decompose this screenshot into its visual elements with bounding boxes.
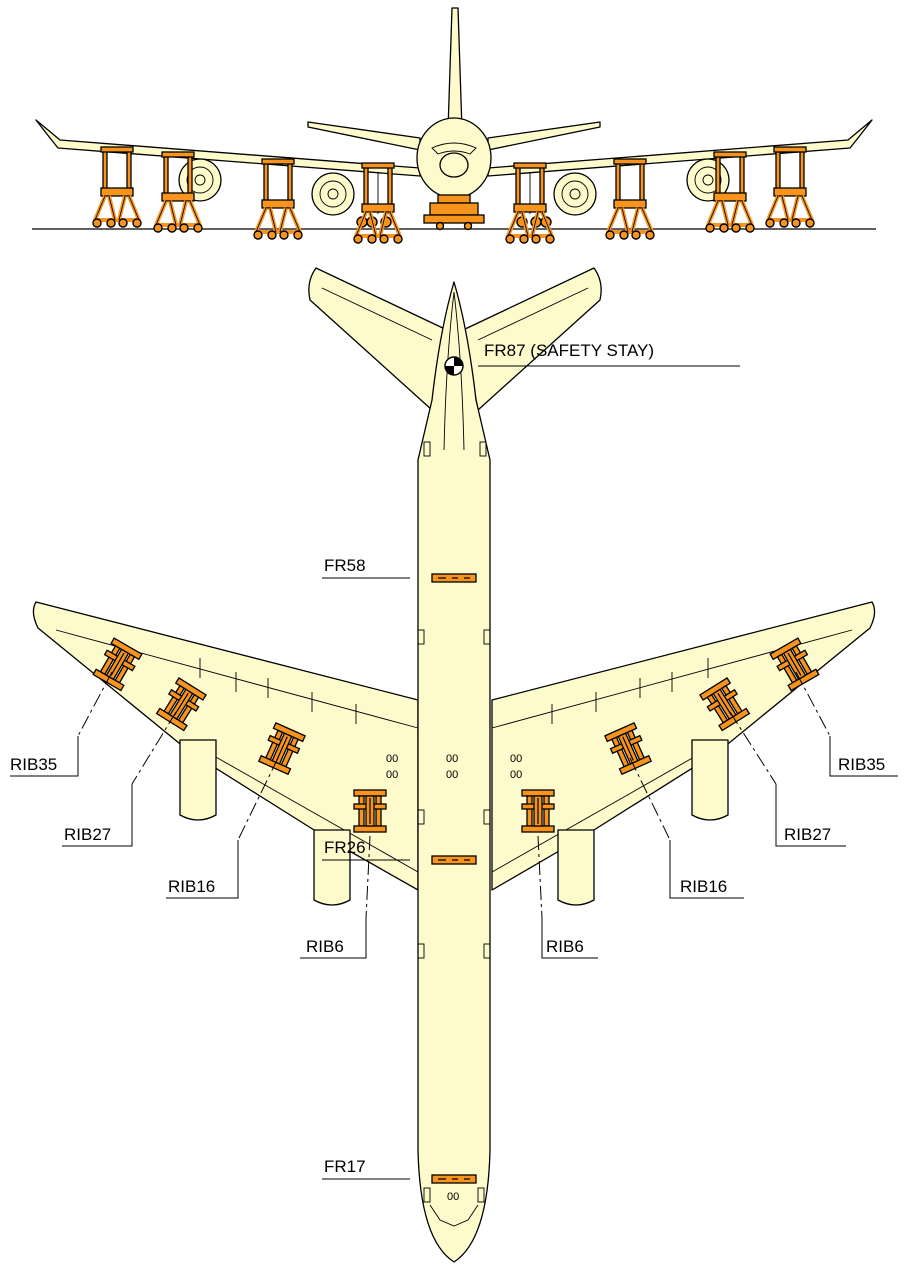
marking-left-2: 00	[386, 769, 398, 781]
fuselage	[417, 281, 491, 1263]
left-inner-engine	[313, 829, 351, 906]
jack-fr58	[431, 573, 477, 583]
marking-center-2: 00	[446, 769, 458, 781]
cockpit-outline	[429, 1204, 479, 1227]
label-left-rib6: RIB6	[306, 937, 344, 956]
label-right-rib27: RIB27	[784, 825, 831, 844]
marking-right-2: 00	[510, 769, 522, 781]
right-horizontal-stabilizer	[462, 267, 602, 411]
label-fr17: FR17	[324, 1157, 366, 1176]
jack-left-rib16-front	[252, 157, 304, 241]
jack-fr26	[431, 855, 477, 865]
label-fr87: FR87 (SAFETY STAY)	[484, 341, 654, 360]
right-stabilizer-front	[487, 121, 601, 151]
jack-left-rib6	[353, 789, 387, 833]
right-wing	[491, 601, 876, 891]
label-fr58: FR58	[324, 556, 366, 575]
label-right-rib35: RIB35	[838, 755, 885, 774]
cockpit-windows	[431, 142, 477, 155]
engine-right-inner	[553, 172, 597, 216]
left-wing-front	[35, 119, 421, 177]
jack-left-rib35-front	[91, 145, 143, 229]
label-right-rib16: RIB16	[680, 877, 727, 896]
vertical-fin	[447, 7, 463, 131]
left-horizontal-stabilizer	[308, 267, 448, 411]
front-view	[32, 7, 876, 245]
engine-left-inner	[311, 172, 355, 216]
marking-left-1: 00	[386, 753, 398, 765]
jack-nose-front	[423, 194, 485, 231]
marking-center-1: 00	[446, 753, 458, 765]
left-outer-engine	[179, 739, 217, 821]
jack-fr17	[431, 1174, 477, 1184]
right-wing-front	[487, 119, 873, 177]
jack-right-rib6	[521, 789, 555, 833]
marking-right-1: 00	[510, 753, 522, 765]
jack-right-rib35-front	[764, 145, 816, 229]
left-wing	[32, 601, 419, 891]
label-left-rib16: RIB16	[168, 877, 215, 896]
right-inner-engine	[557, 829, 595, 906]
left-stabilizer-front	[307, 121, 421, 151]
label-right-rib6: RIB6	[546, 937, 584, 956]
jack-right-rib16-front	[604, 157, 656, 241]
label-left-rib27: RIB27	[64, 825, 111, 844]
right-outer-engine	[691, 739, 729, 821]
marking-nose: 00	[447, 1191, 459, 1203]
label-left-rib35: RIB35	[10, 755, 57, 774]
top-view: 00 00 00 00 00 00 00 FR87 (SAFETY STAY) …	[10, 267, 898, 1263]
label-fr26: FR26	[324, 838, 366, 857]
safety-stay-marker	[444, 356, 464, 376]
